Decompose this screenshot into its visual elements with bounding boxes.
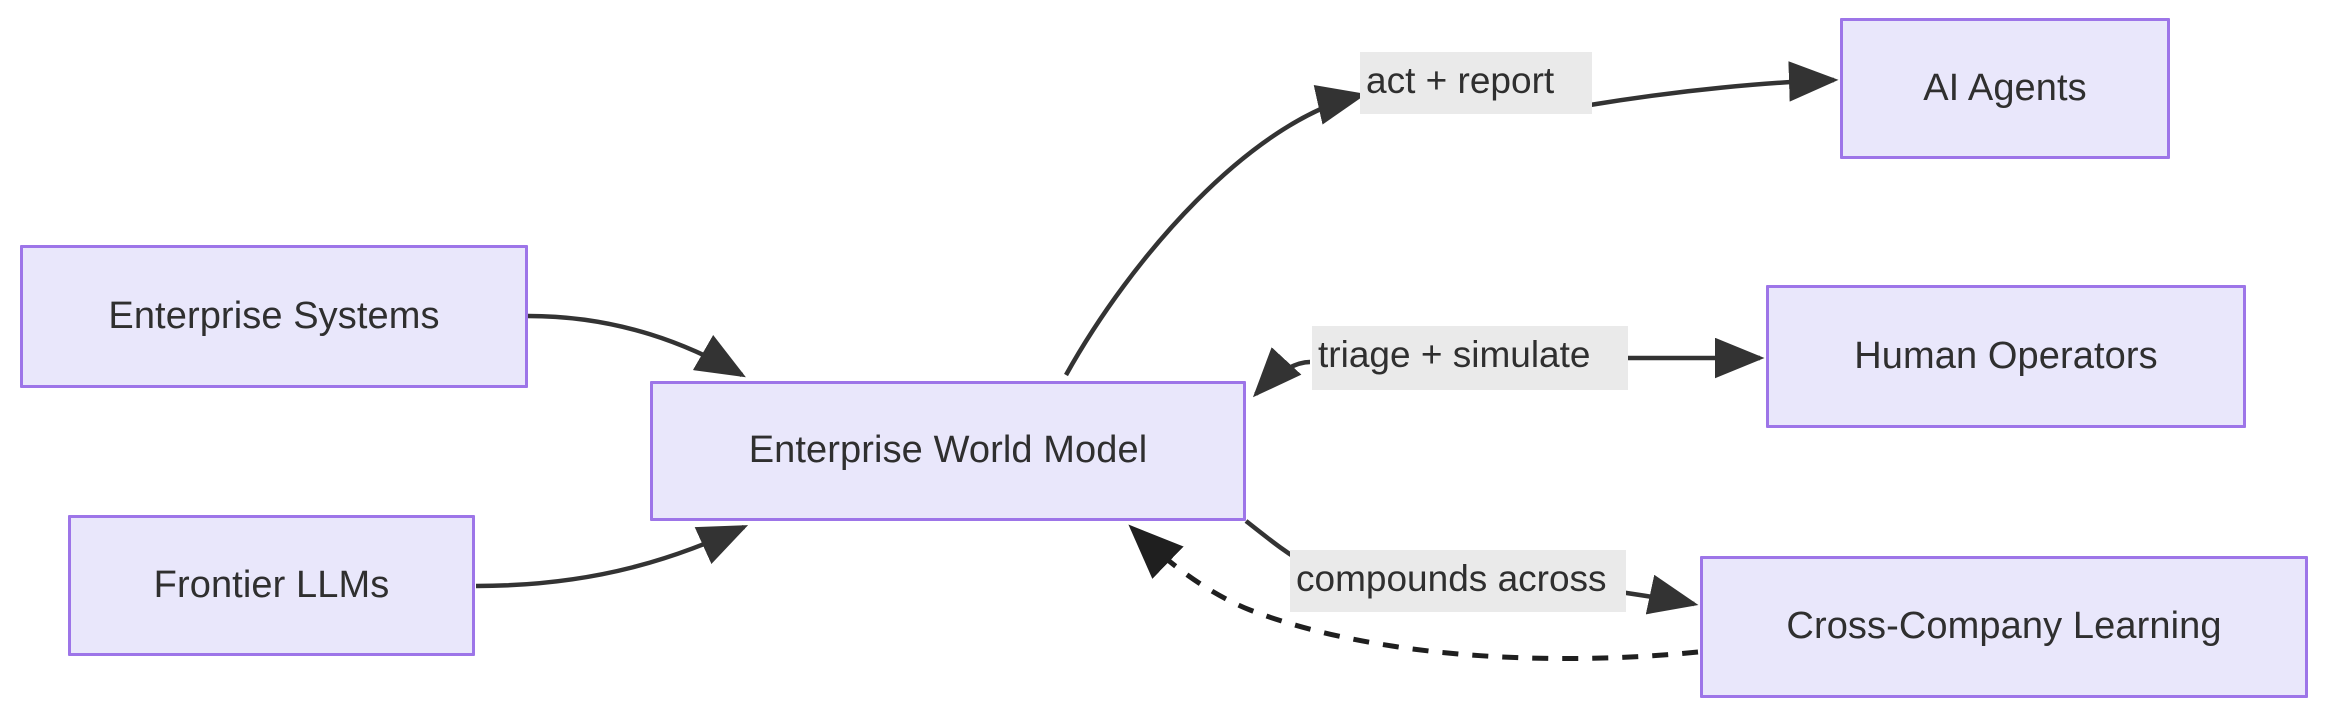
edge-label-act-report: act + report	[1360, 52, 1592, 114]
node-label-ai-agents: AI Agents	[1923, 66, 2087, 109]
node-label-enterprise-systems: Enterprise Systems	[108, 294, 440, 337]
edge-compounds-across-tail	[1619, 574, 1699, 615]
edge-cross-company-feedback	[1128, 524, 1699, 662]
node-label-frontier-llms: Frontier LLMs	[153, 563, 390, 606]
node-frontier-llms[interactable]: Frontier LLMs	[68, 515, 475, 656]
node-label-cross-company-learning: Cross-Company Learning	[1786, 605, 2222, 648]
node-ai-agents[interactable]: AI Agents	[1840, 18, 2170, 159]
node-enterprise-systems[interactable]: Enterprise Systems	[20, 245, 528, 388]
edge-world-model-to-ai-agents	[1064, 85, 1367, 377]
node-label-human-operators: Human Operators	[1854, 334, 2158, 377]
edge-human-operators-to-world-model	[1252, 347, 1311, 398]
edge-enterprise-systems-to-world-model	[527, 313, 746, 378]
node-enterprise-world-model[interactable]: Enterprise World Model	[650, 381, 1246, 521]
node-label-enterprise-world-model: Enterprise World Model	[748, 429, 1148, 472]
edge-act-report-tail	[1589, 61, 1839, 108]
edge-label-compounds-across: compounds across	[1290, 550, 1626, 612]
node-human-operators[interactable]: Human Operators	[1766, 285, 2246, 428]
edge-label-triage-simulate: triage + simulate	[1312, 326, 1628, 390]
edge-frontier-llms-to-world-model	[475, 524, 749, 589]
node-cross-company-learning[interactable]: Cross-Company Learning	[1700, 556, 2308, 698]
